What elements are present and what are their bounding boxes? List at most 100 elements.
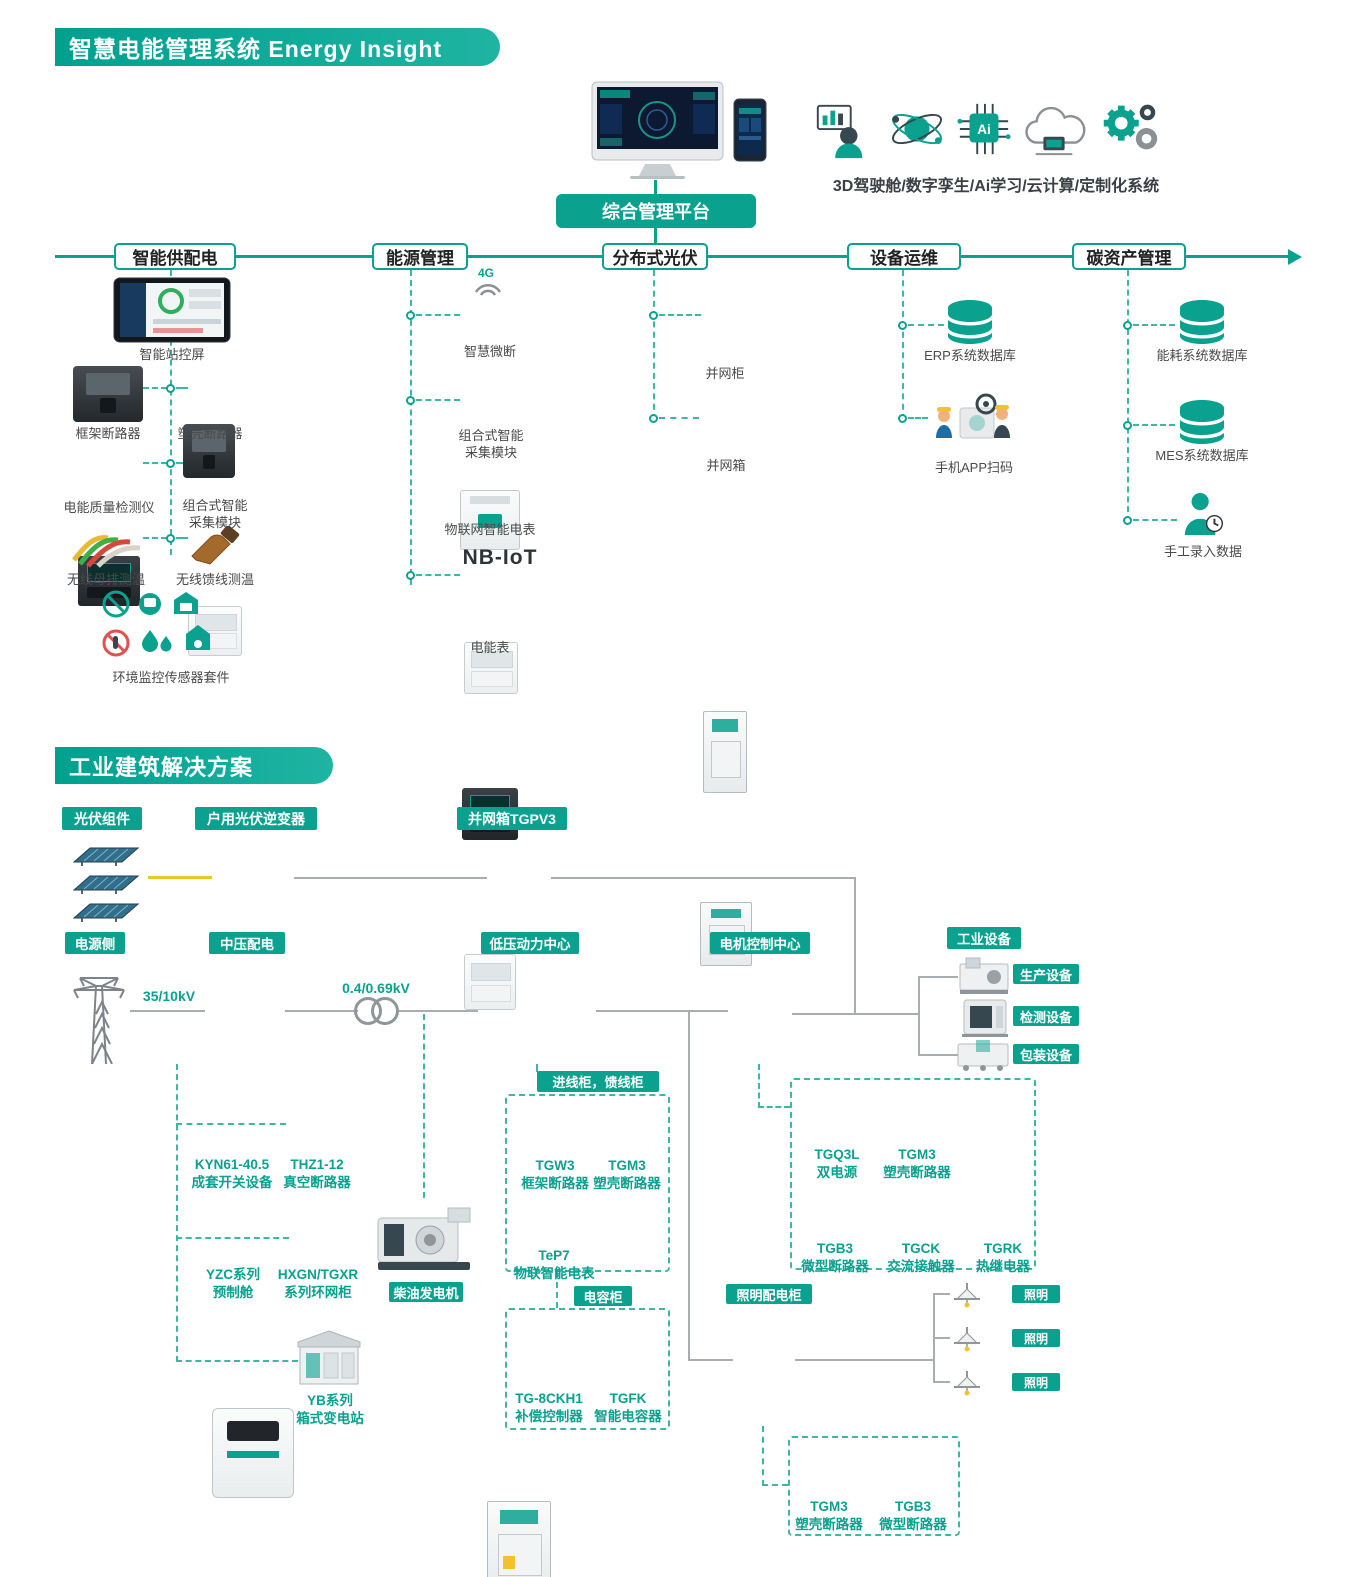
features-caption: 3D驾驶舱/数字孪生/Ai学习/云计算/定制化系统: [832, 178, 1160, 195]
label-energy-database: 能耗系统数据库: [1156, 348, 1248, 363]
lv-power-center-tag: 低压动力中心: [481, 932, 579, 954]
thz-name: 真空断路器: [283, 1174, 351, 1190]
wireless-busbar-temp-image: [70, 526, 144, 568]
capacitor-group-box: [505, 1308, 670, 1430]
tgrk-label: TGRK 热继电器: [968, 1240, 1038, 1275]
diesel-dashed-line: [423, 1014, 425, 1198]
hxgn-model: HXGN/TGXR: [277, 1267, 359, 1282]
yzc-model: YZC系列: [206, 1267, 260, 1282]
pv-module-tag: 光伏组件: [62, 807, 142, 830]
voltage-04-069kv: 0.4/0.69kV: [342, 980, 410, 996]
lamp-stub: [933, 1381, 950, 1383]
wireless-feeder-temp-image: [186, 526, 244, 568]
tgw3-model: TGW3: [535, 1158, 575, 1173]
label-iot-meter: 物联网智能电表: [444, 522, 536, 537]
energy-meter-image: [464, 954, 516, 1010]
tgm3a-model: TGM3: [608, 1158, 646, 1173]
tep7-name: 物联智能电表: [513, 1265, 595, 1281]
lamp-icon: [950, 1281, 984, 1311]
manual-entry-person-icon: [1182, 490, 1224, 538]
lv-branch-dash: [536, 1064, 538, 1072]
testing-equipment-image: [960, 998, 1010, 1038]
incoming-feeder-tag: 进线柜，馈线柜: [537, 1071, 659, 1092]
yzc-label: YZC系列预制舱: [196, 1266, 270, 1301]
category-distributed-pv: 分布式光伏: [602, 243, 708, 270]
grid-connection-box-image: [700, 902, 752, 966]
label-acquisition-module: 组合式智能采集模块: [168, 498, 262, 532]
voltage-35-10kv: 35/10kV: [142, 988, 196, 1004]
label-station-screen: 智能站控屏: [139, 347, 205, 362]
node: [406, 571, 415, 580]
tgq-model: TGQ3L: [814, 1147, 860, 1162]
tgb3a-name: 微型断路器: [801, 1258, 869, 1274]
lighting-connect-line: [688, 1359, 733, 1361]
category-carbon-asset: 碳资产管理: [1072, 243, 1186, 270]
production-equipment-image: [958, 956, 1010, 996]
capacitor-branch-dash: [556, 1272, 558, 1308]
node: [166, 534, 175, 543]
grid-box-tgpv3-tag: 并网箱TGPV3: [457, 807, 567, 830]
node: [898, 321, 907, 330]
grid-connection-cabinet-image: [703, 711, 747, 793]
tgm3a-name: 塑壳断路器: [593, 1175, 661, 1191]
industrial-equipment-tag: 工业设备: [947, 927, 1021, 949]
environment-sensor-kit-image: [98, 590, 243, 666]
pv-to-inverter-line: [148, 876, 212, 879]
stub: [143, 537, 167, 539]
stub: [416, 314, 460, 316]
kyn-name: 成套开关设备: [191, 1174, 273, 1190]
transformer-circle-2: [371, 997, 399, 1025]
lamp-stub: [933, 1293, 950, 1295]
stub: [659, 314, 701, 316]
node: [406, 311, 415, 320]
label-line: 组合式智能: [182, 498, 248, 513]
stub: [176, 462, 188, 464]
tgm3a-label: TGM3 塑壳断路器: [592, 1157, 662, 1192]
mcc-branch-dash-h: [758, 1106, 790, 1108]
branch-dash: [176, 1237, 289, 1239]
tgfk-name: 智能电容器: [594, 1408, 662, 1424]
node: [1123, 516, 1132, 525]
label-feeder-temp: 无线馈线测温: [175, 572, 254, 587]
branch-stub: [918, 976, 958, 978]
label-line: 采集模块: [188, 514, 241, 530]
label-smart-micro-breaker: 智慧微断: [463, 344, 516, 359]
col3-dashed-line: [653, 270, 655, 420]
lighting-tag-1: 照明: [1012, 1285, 1060, 1303]
nb-iot-logo: NB-IoT: [462, 546, 538, 569]
category-equipment-ops: 设备运维: [847, 243, 961, 270]
branch-stub: [918, 1054, 958, 1056]
mv-branch-dashed-line: [176, 1064, 178, 1362]
stub: [176, 387, 188, 389]
tgm3b-model: TGM3: [898, 1147, 936, 1162]
label-grid-cabinet: 并网柜: [705, 366, 745, 381]
node: [649, 414, 658, 423]
yb-substation-image: [296, 1326, 362, 1388]
section1-title-banner: 智慧电能管理系统 Energy Insight: [55, 28, 500, 66]
tgrk-name: 热继电器: [976, 1258, 1030, 1274]
stub: [143, 387, 167, 389]
label-grid-box: 并网箱: [706, 458, 746, 473]
frame-breaker-image: [73, 366, 143, 422]
mcc-to-branch-line: [792, 1013, 920, 1015]
tgq-name: 双电源: [816, 1164, 858, 1180]
connector-line: [654, 228, 657, 256]
section2-title-banner: 工业建筑解决方案: [55, 747, 333, 784]
label-env-kit: 环境监控传感器套件: [112, 670, 230, 685]
col4-dashed-line: [902, 270, 904, 420]
tower-to-mv-line: [130, 1010, 205, 1012]
lv-to-mcc-line: [596, 1010, 728, 1012]
testing-equipment-tag: 检测设备: [1013, 1006, 1079, 1026]
category-smart-power-distribution: 智能供配电: [114, 243, 236, 270]
node: [1123, 321, 1132, 330]
lamp-main-line: [795, 1359, 935, 1361]
tgrk-model: TGRK: [983, 1241, 1023, 1256]
inverter-tag: 户用光伏逆变器: [195, 807, 317, 830]
